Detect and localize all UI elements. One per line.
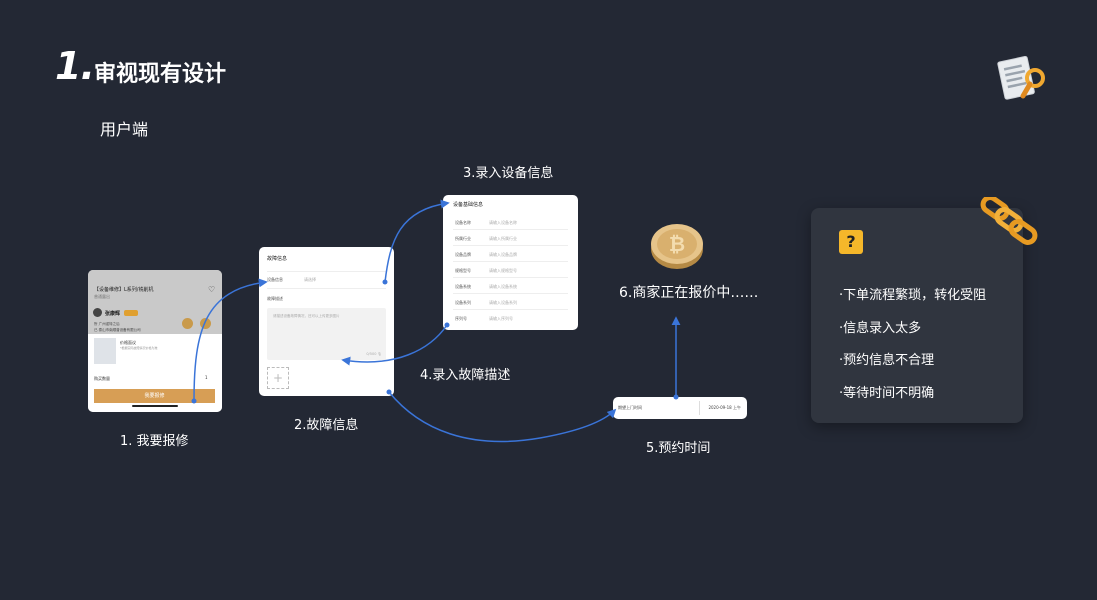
chat-icon[interactable] bbox=[200, 318, 211, 329]
field-label: 设备名称 bbox=[455, 220, 471, 226]
microphone-icon[interactable]: 🎙 bbox=[378, 352, 382, 356]
device-field-row[interactable]: 所属行业 请输入所属行业 bbox=[453, 231, 568, 246]
device-field-row[interactable]: 序列号 请输入序列号 bbox=[453, 311, 568, 326]
repair-button[interactable]: 我要报修 bbox=[94, 389, 215, 403]
merchant-name: 张康辉 bbox=[105, 310, 120, 317]
quantity-label: 购买数量 bbox=[94, 376, 110, 382]
device-field-row[interactable]: 设备系列 请输入设备系列 bbox=[453, 295, 568, 310]
svg-text:₿: ₿ bbox=[669, 232, 685, 256]
field-label: 设备系统 bbox=[455, 284, 471, 290]
quantity-stepper[interactable]: 1 bbox=[205, 375, 208, 380]
field-label: 设备品牌 bbox=[455, 252, 471, 258]
divider bbox=[267, 288, 386, 289]
device-field-row[interactable]: 规格型号 请输入规格型号 bbox=[453, 263, 568, 278]
add-photo-icon[interactable]: + bbox=[267, 367, 289, 389]
order-sheet: 价格面议 *根据实际故障情况价格为准 购买数量 1 我要报修 bbox=[88, 334, 222, 412]
fault-info-screen: 故障信息 设备信息 请选择 故障描述 请描述设备故障情况，还可以上传更多图片 0… bbox=[259, 247, 394, 396]
char-counter-text: 0/500 bbox=[366, 352, 376, 356]
step-5-caption: 5.预约时间 bbox=[646, 437, 710, 456]
section-label: 用户端 bbox=[100, 116, 148, 140]
home-indicator bbox=[132, 405, 178, 407]
summary-item: ·预约信息不合理 bbox=[839, 349, 934, 368]
field-label: 规格型号 bbox=[455, 268, 471, 274]
product-subtitle: 普通露出 bbox=[94, 294, 110, 300]
heart-icon[interactable]: ♡ bbox=[208, 286, 216, 294]
step-2-caption: 2.故障信息 bbox=[294, 414, 358, 433]
chain-link-icon bbox=[978, 197, 1038, 249]
field-placeholder: 请输入所属行业 bbox=[489, 236, 517, 242]
field-placeholder: 请输入设备系列 bbox=[489, 300, 517, 306]
merchant-badge bbox=[124, 310, 138, 316]
field-placeholder: 请输入规格型号 bbox=[489, 268, 517, 274]
document-magnifier-icon bbox=[995, 52, 1053, 107]
summary-item: ·下单流程繁琐，转化受阻 bbox=[839, 284, 986, 303]
step-6-caption: 6.商家正在报价中…… bbox=[619, 282, 758, 302]
step-4-caption: 4.录入故障描述 bbox=[420, 364, 510, 383]
field-label: 所属行业 bbox=[455, 236, 471, 242]
field-placeholder: 请输入设备系统 bbox=[489, 284, 517, 290]
field-label: 序列号 bbox=[455, 316, 467, 322]
avatar bbox=[93, 308, 102, 317]
device-card-title: 设备基础信息 bbox=[453, 201, 483, 208]
merchant-line: 所 广州诺特之后 bbox=[94, 322, 120, 327]
device-info-label: 设备信息 bbox=[267, 277, 283, 283]
bitcoin-coin-icon: ₿ bbox=[649, 217, 705, 273]
flow-arrow-4-5 bbox=[389, 392, 615, 441]
phone-call-icon[interactable] bbox=[182, 318, 193, 329]
step-1-caption: 1. 我要报修 bbox=[120, 430, 189, 449]
fault-desc-textarea[interactable]: 请描述设备故障情况，还可以上传更多图片 0/500 🎙 bbox=[267, 308, 386, 360]
field-label: 设备系列 bbox=[455, 300, 471, 306]
fault-card-title: 故障信息 bbox=[267, 255, 287, 262]
summary-item: ·信息录入太多 bbox=[839, 317, 921, 336]
product-header: 【设备维修】L系列/铣削机 普通露出 ♡ 张康辉 所 广州诺特之后 已 泰山市南… bbox=[88, 270, 222, 334]
fault-desc-placeholder: 请描述设备故障情况，还可以上传更多图片 bbox=[273, 314, 340, 319]
device-info-select[interactable]: 请选择 bbox=[304, 277, 316, 283]
repair-order-screen: 【设备维修】L系列/铣削机 普通露出 ♡ 张康辉 所 广州诺特之后 已 泰山市南… bbox=[88, 270, 222, 412]
appointment-label: 期望上门时间 bbox=[618, 405, 642, 411]
field-placeholder: 请输入序列号 bbox=[489, 316, 513, 322]
step-3-caption: 3.录入设备信息 bbox=[463, 162, 553, 181]
product-thumbnail bbox=[94, 338, 116, 364]
field-placeholder: 请输入设备名称 bbox=[489, 220, 517, 226]
fault-desc-label: 故障描述 bbox=[267, 296, 283, 302]
field-placeholder: 请输入设备品牌 bbox=[489, 252, 517, 258]
char-counter: 0/500 🎙 bbox=[366, 352, 382, 356]
service-note: *根据实际故障情况价格为准 bbox=[120, 346, 158, 350]
product-title: 【设备维修】L系列/铣削机 bbox=[94, 286, 153, 293]
divider bbox=[699, 401, 700, 415]
device-info-screen: 设备基础信息 设备名称请输入设备名称 所属行业请输入所属行业 设备品牌请输入设备… bbox=[443, 195, 578, 330]
section-number: 1. bbox=[55, 44, 94, 88]
appointment-time-screen[interactable]: 期望上门时间 2020-09-18 上午 bbox=[613, 397, 747, 419]
appointment-value: 2020-09-18 上午 bbox=[708, 405, 741, 411]
page-title: 审视现有设计 bbox=[94, 56, 226, 88]
divider bbox=[267, 271, 386, 272]
flow-arrow-2-3 bbox=[385, 203, 448, 282]
summary-item: ·等待时间不明确 bbox=[839, 382, 934, 401]
question-icon: ? bbox=[839, 230, 863, 254]
device-field-row[interactable]: 设备系统 请输入设备系统 bbox=[453, 279, 568, 294]
merchant-line: 已 泰山市南顺普设备有限公司 bbox=[94, 328, 141, 333]
device-field-row[interactable]: 设备名称 请输入设备名称 bbox=[453, 215, 568, 230]
device-field-row[interactable]: 设备品牌 请输入设备品牌 bbox=[453, 247, 568, 262]
